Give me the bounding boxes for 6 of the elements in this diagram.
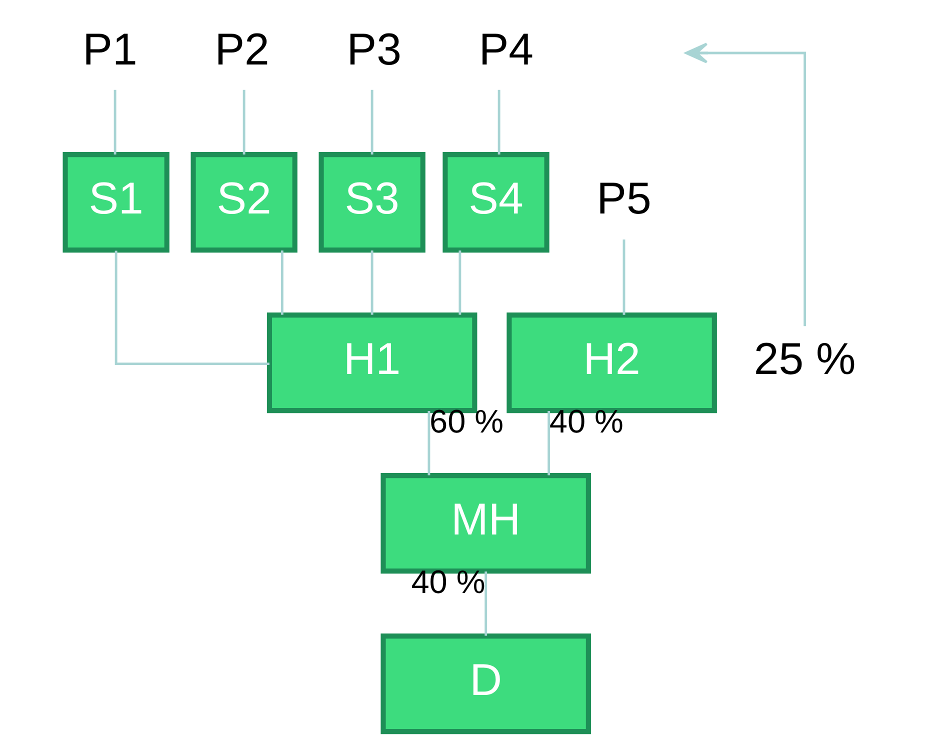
node-text: P3 <box>346 25 401 74</box>
node-text: P1 <box>82 25 137 74</box>
node-text: P5 <box>596 174 651 224</box>
node-text: P2 <box>214 25 269 74</box>
node-text: 25 % <box>753 335 856 384</box>
node-text: P4 <box>478 25 533 74</box>
